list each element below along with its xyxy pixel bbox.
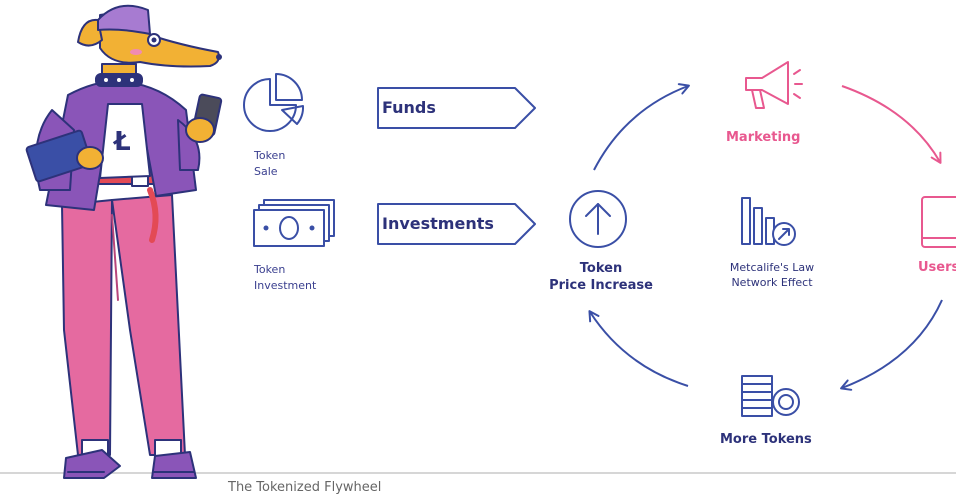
network-effect-line-2: Network Effect [731,276,813,289]
price-increase-line-2: Price Increase [549,278,653,293]
token-sale-line-1: Token [254,149,286,162]
token-sale-label: Token Sale [254,148,285,180]
up-arrow-circle-icon [569,190,627,248]
token-sale-line-2: Sale [254,165,278,178]
token-investment-line-1: Token [254,263,286,276]
money-stack-icon [253,199,335,247]
figure-caption: The Tokenized Flywheel [228,480,382,495]
arrow-users-to-tokens [840,299,943,391]
dog-character-illustration: Ł [25,4,223,479]
investments-arrow-box [377,203,536,245]
investments-label: Investments [382,214,494,233]
token-investment-line-2: Investment [254,279,317,292]
network-effect-line-1: Metcalife's Law [729,261,815,274]
price-increase-line-1: Token [579,261,623,276]
marketing-label: Marketing [726,130,801,145]
more-tokens-label: More Tokens [720,432,812,447]
price-increase-label: Token Price Increase [545,260,657,294]
bar-growth-icon [741,197,796,246]
funds-arrow-box [377,87,536,129]
megaphone-icon [745,61,803,109]
svg-text:Ł: Ł [112,127,131,157]
coin-stack-icon [741,375,800,417]
pie-chart-icon [243,73,305,132]
arrow-price-to-marketing [593,83,690,171]
funds-label: Funds [382,98,436,117]
tablet-icon [921,196,956,248]
users-label: Users [918,260,956,275]
token-investment-label: Token Investment [254,262,316,294]
arrow-tokens-to-price [588,310,689,387]
arrow-marketing-to-users [841,85,942,164]
network-effect-label: Metcalife's Law Network Effect [712,260,832,290]
